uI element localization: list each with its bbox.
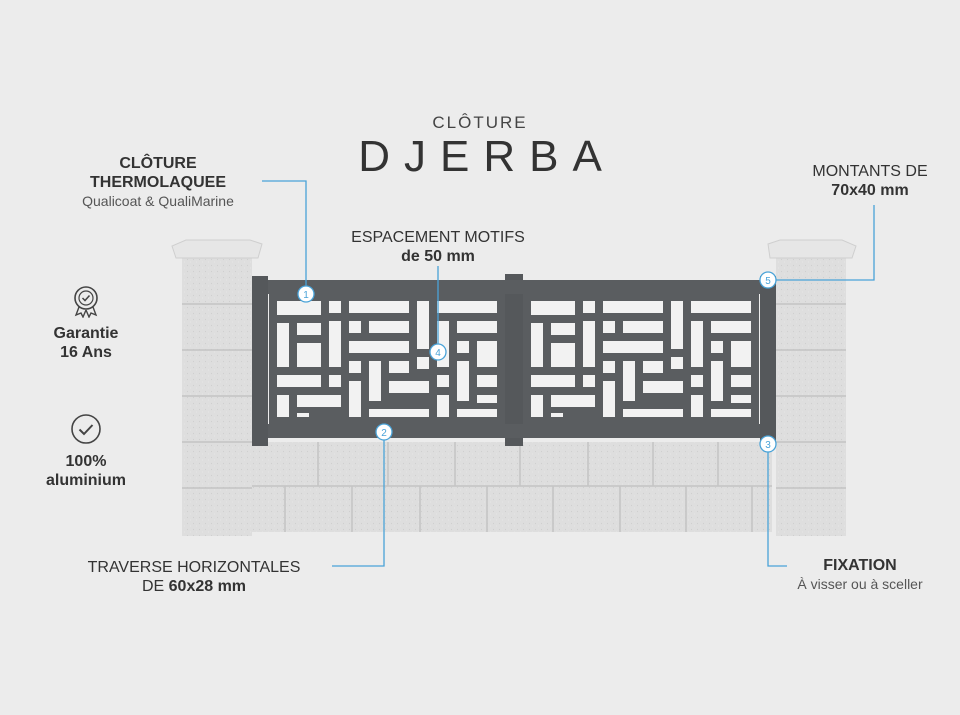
callout-1: CLÔTURE THERMOLAQUEE Qualicoat & QualiMa… bbox=[58, 154, 258, 211]
pillar-right bbox=[767, 239, 857, 536]
callout-4: ESPACEMENT MOTIFS de 50 mm bbox=[318, 228, 558, 266]
svg-text:4: 4 bbox=[435, 348, 441, 359]
callout-4-line2: de 50 mm bbox=[401, 248, 475, 265]
callout-lines bbox=[262, 180, 875, 567]
svg-text:5: 5 bbox=[765, 276, 771, 287]
badge-icon bbox=[74, 286, 98, 318]
callout-2-line2-prefix: DE bbox=[141, 578, 169, 595]
marker-4: 4 bbox=[429, 343, 447, 361]
callout-2-line2: DE 60x28 mm bbox=[56, 577, 332, 596]
callout-2-line2-bold: 60x28 mm bbox=[168, 578, 247, 595]
feature-aluminium-line1: 100% bbox=[65, 453, 107, 470]
check-circle-icon bbox=[71, 414, 101, 444]
callout-4-line1: ESPACEMENT MOTIFS bbox=[351, 229, 525, 246]
callout-1-line2: THERMOLAQUEE bbox=[90, 174, 226, 191]
feature-aluminium: 100% aluminium bbox=[16, 412, 156, 490]
svg-text:1: 1 bbox=[303, 290, 309, 301]
feature-guarantee: Garantie 16 Ans bbox=[16, 284, 156, 362]
feature-guarantee-line1: Garantie bbox=[53, 325, 119, 342]
callout-3: FIXATION À visser ou à sceller bbox=[782, 556, 938, 594]
marker-3: 3 bbox=[759, 435, 777, 453]
callout-2: TRAVERSE HORIZONTALES DE 60x28 mm bbox=[56, 558, 332, 596]
title-small: CLÔTURE bbox=[432, 113, 528, 132]
marker-1: 1 bbox=[297, 285, 315, 303]
callout-2-line1: TRAVERSE HORIZONTALES bbox=[87, 559, 301, 576]
wall-base bbox=[248, 442, 772, 532]
svg-text:2: 2 bbox=[381, 428, 387, 439]
callout-1-sub: Qualicoat & QualiMarine bbox=[82, 193, 234, 209]
callout-3-line1: FIXATION bbox=[823, 557, 897, 574]
pillar-left bbox=[171, 239, 263, 536]
svg-text:3: 3 bbox=[765, 440, 771, 451]
marker-2: 2 bbox=[375, 423, 393, 441]
title-big: DJERBA bbox=[358, 132, 616, 181]
callout-5-line2: 70x40 mm bbox=[831, 182, 909, 199]
callout-5: MONTANTS DE 70x40 mm bbox=[790, 162, 950, 200]
fence-panel bbox=[252, 274, 776, 446]
callout-5-line1: MONTANTS DE bbox=[812, 163, 928, 180]
feature-guarantee-line2: 16 Ans bbox=[60, 344, 112, 361]
marker-5: 5 bbox=[759, 271, 777, 289]
feature-aluminium-line2: aluminium bbox=[45, 472, 126, 489]
callout-1-line1: CLÔTURE bbox=[119, 155, 197, 172]
callout-3-sub: À visser ou à sceller bbox=[797, 576, 923, 592]
